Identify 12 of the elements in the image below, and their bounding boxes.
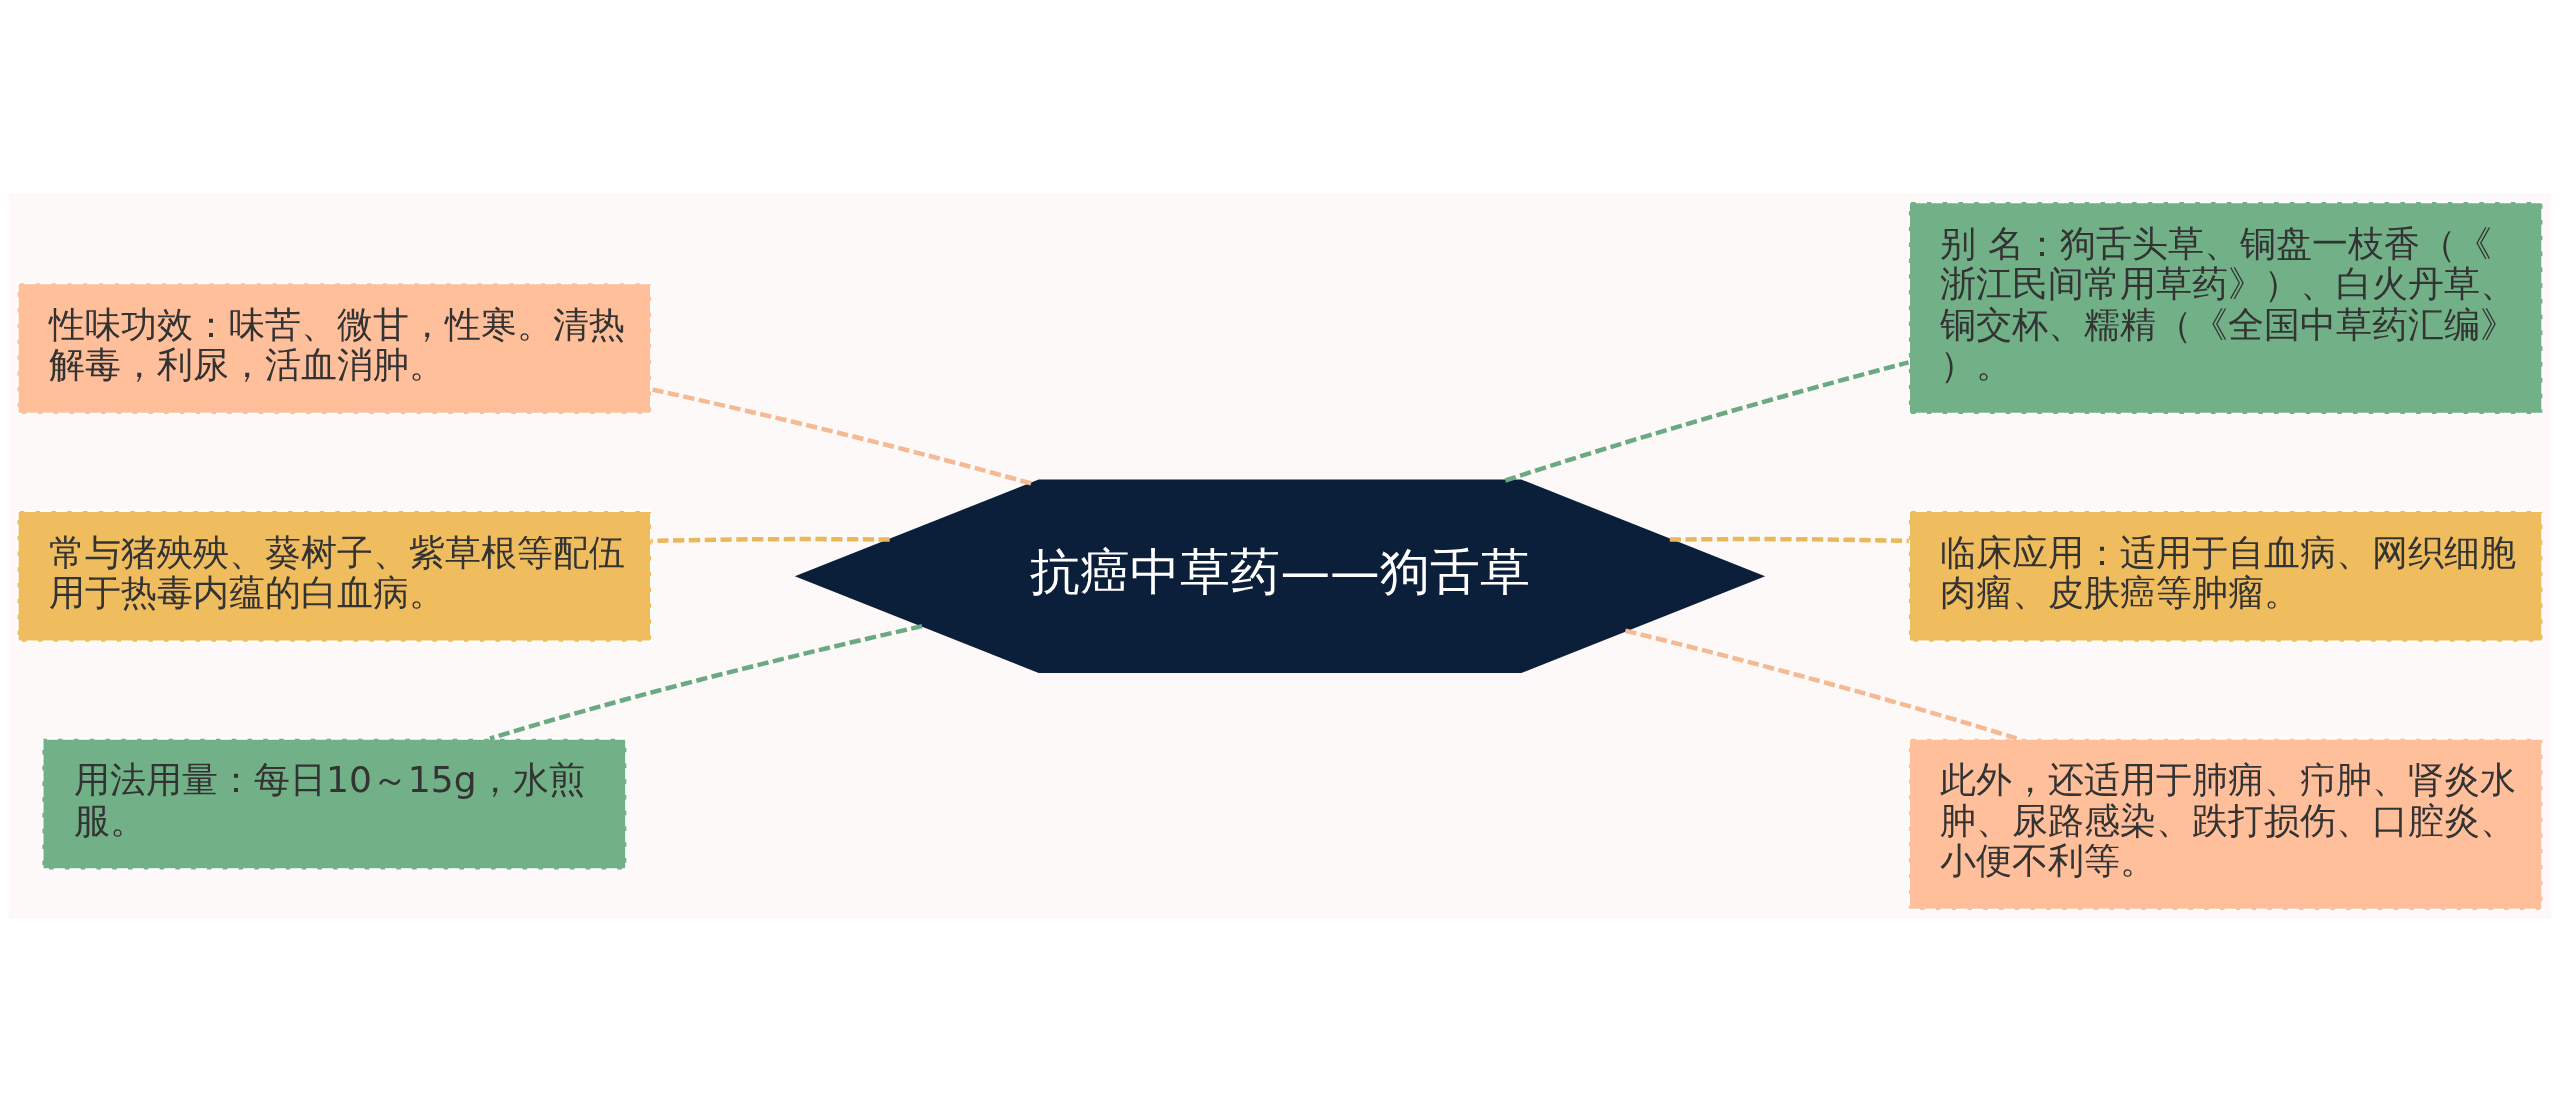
node-box: 常与猪殃殃、葵树子、紫草根等配伍用于热毒内蕴的白血病。 — [16, 509, 653, 643]
node-box: 别 名：狗舌头草、铜盘一枝香（《浙江民间常用草药》）、白火丹草、铜交杯、糯精（《全国中草药汇编》）。 — [1907, 200, 2544, 416]
node-box: 性味功效：味苦、微甘，性寒。清热解毒，利尿，活血消肿。 — [16, 282, 653, 416]
connector — [489, 623, 923, 741]
connector — [1624, 628, 2018, 741]
node-box: 此外，还适用于肺痈、疖肿、肾炎水肿、尿路感染、跌打损伤、口腔炎、小便不利等。 — [1907, 737, 2544, 912]
connector — [1504, 360, 1910, 483]
node-box: 用法用量：每日10～15g，水煎服。 — [41, 737, 628, 871]
node-box: 临床应用：适用于自血病、网织细胞肉瘤、皮肤癌等肿瘤。 — [1907, 509, 2544, 643]
connector — [1669, 536, 1909, 544]
connector — [650, 387, 1032, 486]
connector — [651, 536, 890, 544]
